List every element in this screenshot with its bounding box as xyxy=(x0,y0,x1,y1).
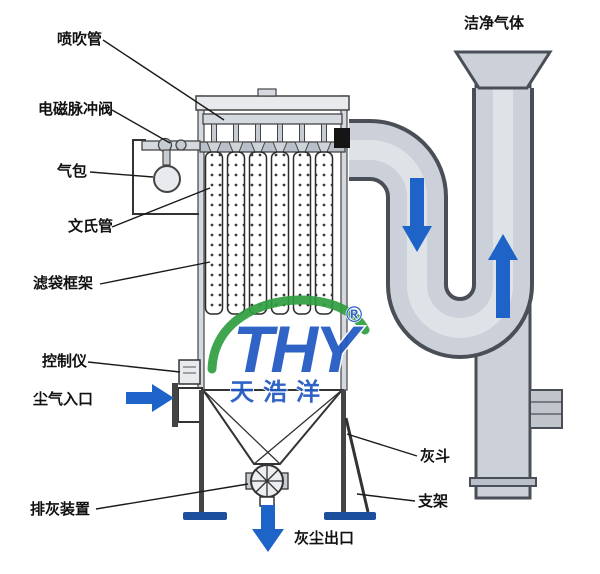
leader-blow-pipe xyxy=(102,39,225,121)
duct-down-arrow xyxy=(402,178,432,252)
left-equipment xyxy=(132,137,201,385)
label-support: 支架 xyxy=(417,492,448,510)
baghouse-housing xyxy=(195,88,350,391)
hopper-assembly xyxy=(183,389,376,520)
logo-swoosh xyxy=(207,295,370,374)
stack-attachment-box xyxy=(529,389,563,429)
label-clean-gas: 洁净气体 xyxy=(464,14,525,32)
stack-up-arrow xyxy=(488,234,518,318)
dust-outlet-arrow xyxy=(252,505,284,552)
inlet-flange xyxy=(172,383,178,427)
leader-venturi xyxy=(111,187,211,228)
leader-ash-discharge xyxy=(95,483,249,510)
label-ash-discharge: 排灰装置 xyxy=(30,500,90,518)
label-pulse-valve: 电磁脉冲阀 xyxy=(38,100,113,118)
top-hatch-handle xyxy=(257,88,277,97)
leader-support xyxy=(356,493,416,502)
top-cover xyxy=(195,95,350,111)
leader-air-bag xyxy=(89,171,154,178)
label-blow-pipe: 喷吹管 xyxy=(57,30,102,48)
air-tank xyxy=(153,165,181,193)
housing-left-wall xyxy=(197,95,205,391)
leader-ash-hopper xyxy=(346,433,418,457)
stack-flange xyxy=(469,477,537,487)
controller-box xyxy=(178,359,201,385)
leader-lines xyxy=(87,39,418,510)
label-dust-outlet: 灰尘出口 xyxy=(294,529,354,547)
stack-base xyxy=(469,389,563,487)
valve-stem xyxy=(162,149,171,166)
label-controller: 控制仪 xyxy=(42,352,88,370)
label-dust-inlet: 尘气入口 xyxy=(33,390,93,408)
left-leg xyxy=(199,390,204,512)
logo-registered-mark: ® xyxy=(346,302,362,327)
duct-connector xyxy=(334,128,350,148)
filter-bags xyxy=(204,151,334,315)
mounting-bracket xyxy=(132,139,199,215)
right-leg xyxy=(341,390,346,512)
blow-pipe-manifold xyxy=(202,113,343,143)
label-venturi: 文氏管 xyxy=(68,217,113,235)
foot-pad-left xyxy=(183,512,227,520)
diagonal-support xyxy=(344,417,370,513)
inlet-duct xyxy=(172,383,203,427)
label-bag-cage: 滤袋框架 xyxy=(33,274,93,292)
label-ash-hopper: 灰斗 xyxy=(420,447,450,465)
duct-highlight xyxy=(349,88,513,338)
watermark-logo: THY ® 天浩洋 xyxy=(207,295,370,407)
leader-bag-cage xyxy=(99,261,211,285)
leader-pulse-valve xyxy=(111,109,171,144)
rotary-ash-valve xyxy=(245,464,289,507)
foot-pad-right xyxy=(324,512,376,520)
valve-outlet-stub xyxy=(259,496,275,507)
leader-controller xyxy=(87,361,181,373)
inlet-flow-arrow xyxy=(126,384,174,412)
pulse-valve-coil xyxy=(175,139,187,151)
stack-cone-outlet xyxy=(453,50,553,90)
logo-company-name: 天浩洋 xyxy=(230,378,329,406)
inlet-stub xyxy=(177,387,203,423)
logo-text: THY xyxy=(233,312,364,386)
label-air-bag: 气包 xyxy=(56,162,87,180)
outlet-duct xyxy=(339,88,534,359)
